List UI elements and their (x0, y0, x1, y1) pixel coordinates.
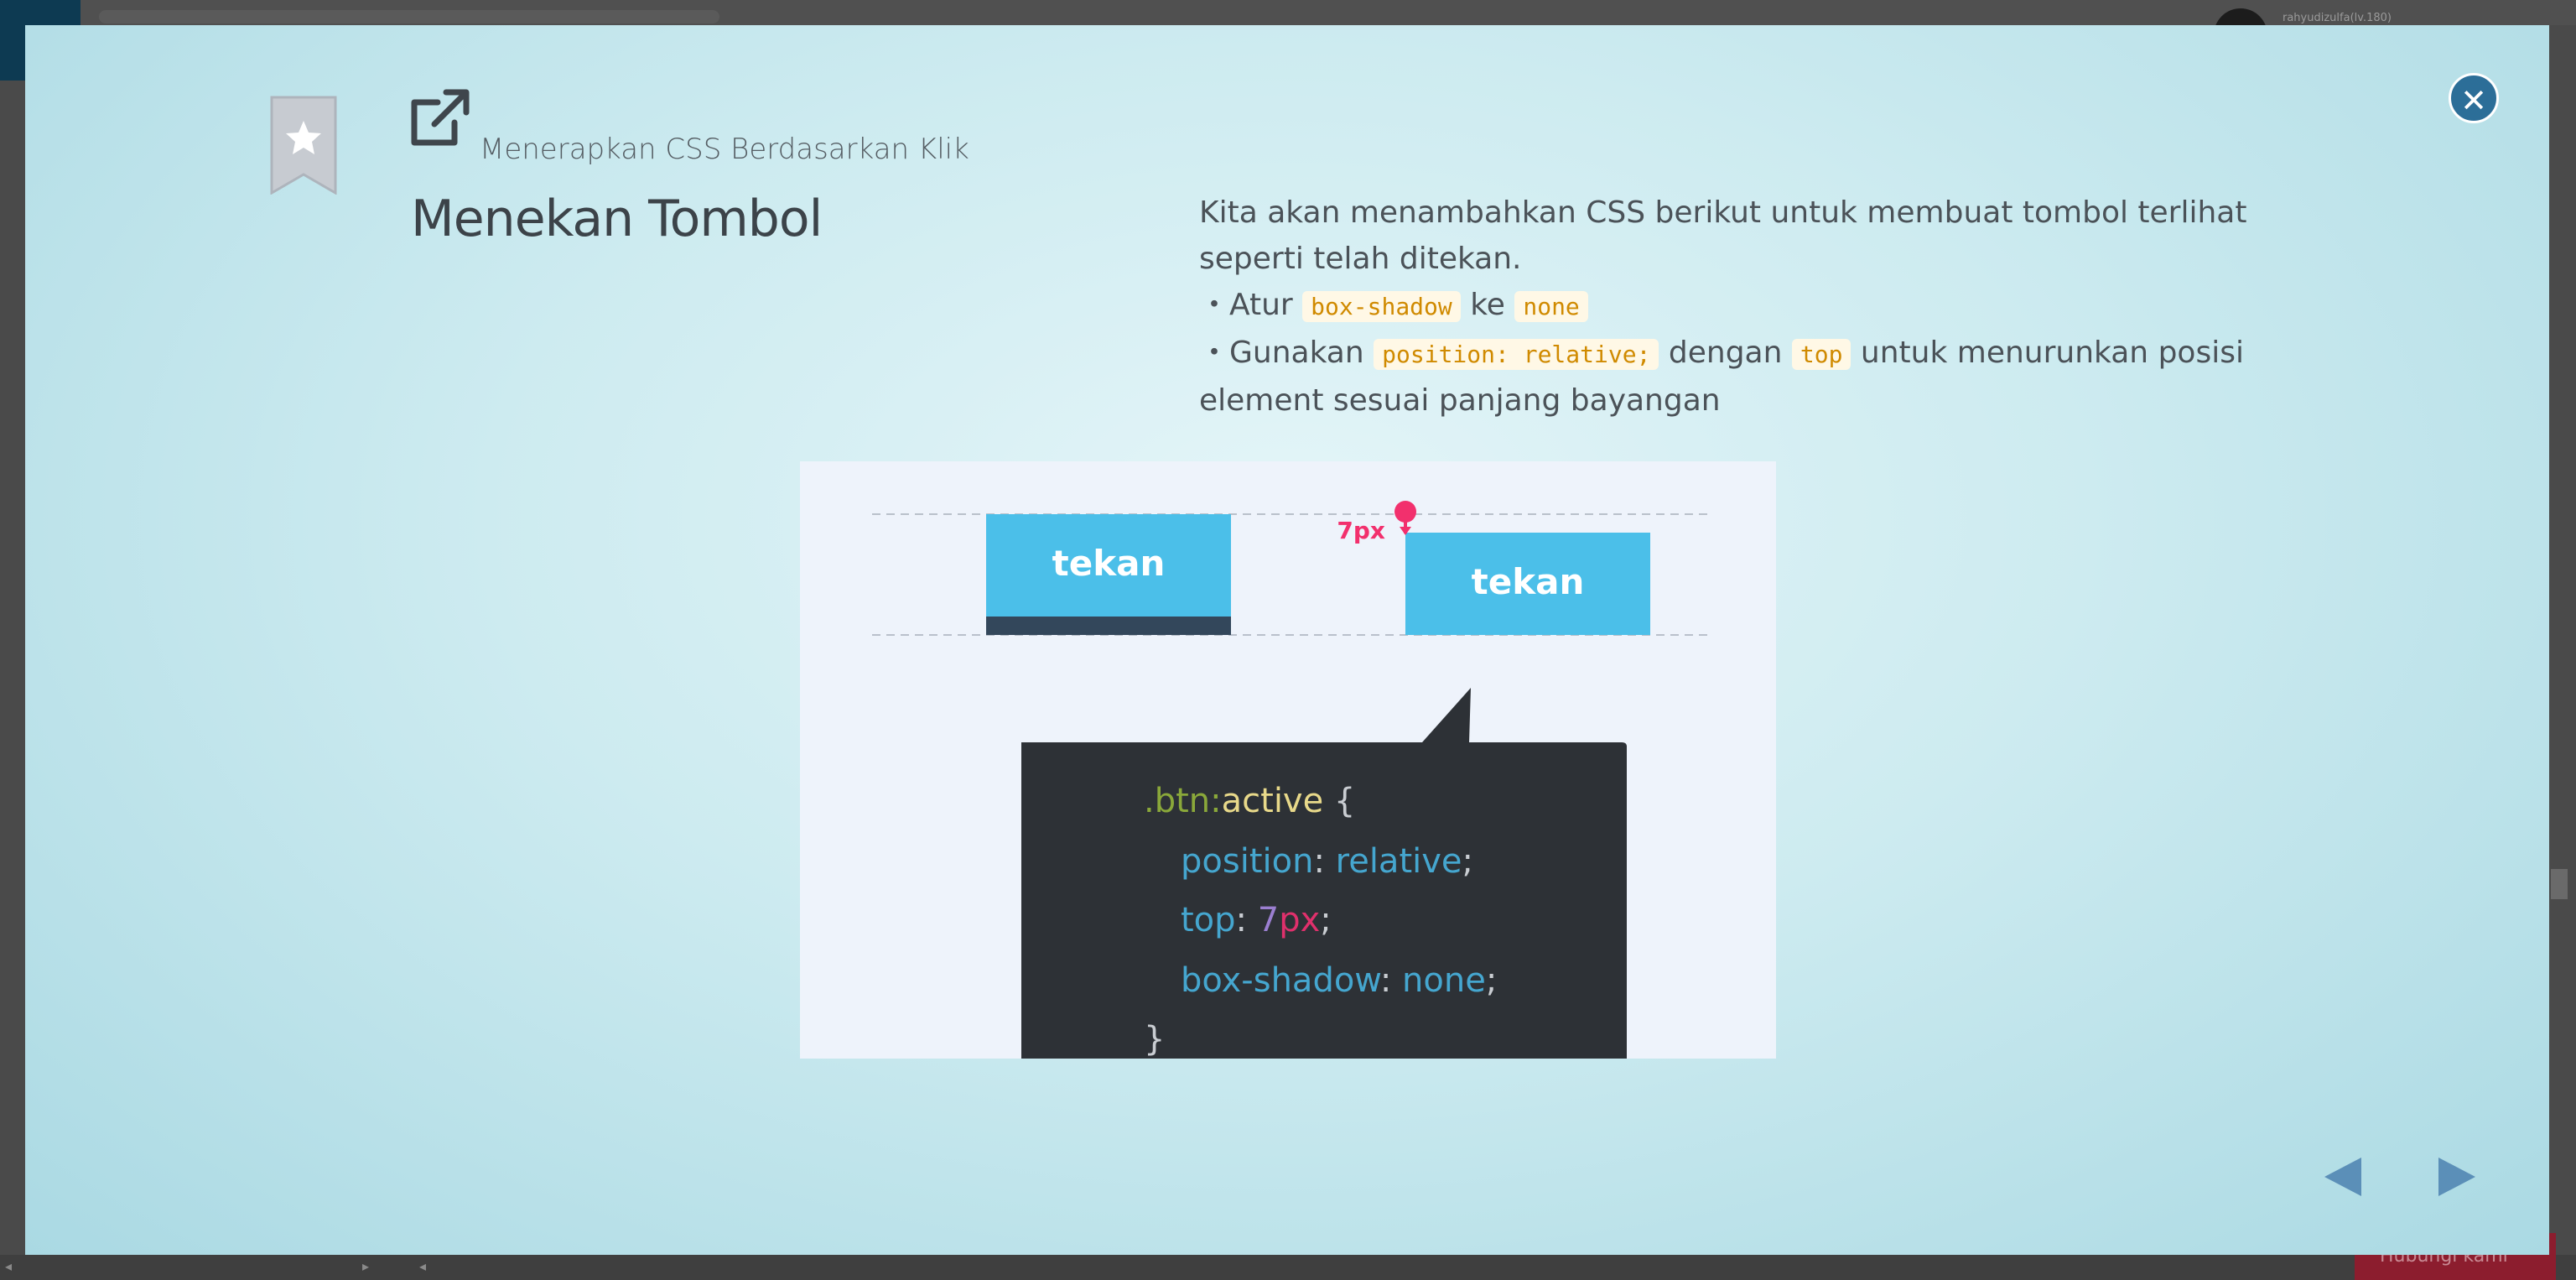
code-prop: top (1181, 901, 1236, 939)
bullet-text: ・Gunakan (1199, 336, 1374, 370)
code-selector-class: .btn (1144, 782, 1210, 820)
triangle-left-icon (2324, 1158, 2361, 1196)
offset-marker-arrow (1400, 527, 1411, 535)
previous-slide-button[interactable] (2309, 1147, 2376, 1206)
description-bullet-1: ・Atur box-shadow ke none (1199, 282, 2331, 330)
slide-subtitle: Menerapkan CSS Berdasarkan Klik (480, 133, 969, 166)
inline-code: box-shadow (1302, 291, 1461, 322)
illustration-canvas: tekan tekan 7px .btn:active { position: … (872, 501, 1711, 1059)
button-press-illustration: tekan tekan 7px .btn:active { position: … (800, 461, 1776, 1059)
code-prop: position (1181, 842, 1313, 881)
background-scrollbar-thumb (2551, 869, 2568, 899)
next-slide-button[interactable] (2423, 1147, 2490, 1206)
code-block: .btn:active { position: relative; top: 7… (1144, 782, 1497, 1059)
code-value: none (1402, 961, 1486, 1000)
slide-title: Menekan Tombol (411, 190, 823, 248)
button-unpressed (986, 514, 1231, 617)
close-icon: ✕ (2460, 82, 2487, 119)
code-line-top: top: 7px; (1181, 901, 1332, 939)
background-bottom-bar (0, 1255, 2576, 1280)
code-open-brace: { (1323, 782, 1355, 820)
code-selector-pseudo: active (1222, 782, 1324, 820)
code-close-brace: } (1144, 1020, 1165, 1059)
bullet-text: ke (1460, 288, 1515, 322)
bullet-text: ・Atur (1199, 288, 1303, 322)
code-prop: box-shadow (1181, 961, 1381, 1000)
code-value: relative (1336, 842, 1462, 881)
external-link-icon (411, 89, 470, 146)
bookmark-star-icon[interactable] (268, 96, 339, 195)
code-selector-colon: : (1210, 782, 1221, 820)
inline-code: top (1791, 339, 1852, 370)
offset-label: 7px (1337, 517, 1385, 544)
code-unit: px (1279, 901, 1320, 939)
bullet-text: untuk menurunkan posisi element sesuai p… (1199, 336, 2244, 418)
code-line-position: position: relative; (1181, 842, 1473, 881)
scroll-right-icon: ▸ (362, 1258, 370, 1274)
code-line-selector: .btn:active { (1144, 782, 1355, 820)
description-intro: Kita akan menambahkan CSS berikut untuk … (1199, 195, 2247, 276)
code-number: 7 (1258, 901, 1279, 939)
scroll-left-icon: ◂ (5, 1258, 13, 1274)
triangle-right-icon (2438, 1158, 2475, 1196)
slide-description: Kita akan menambahkan CSS berikut untuk … (1199, 190, 2331, 424)
description-bullet-2: ・Gunakan position: relative; dengan top … (1199, 330, 2331, 424)
button-label: tekan (1052, 543, 1166, 584)
close-button[interactable]: ✕ (2449, 73, 2499, 123)
button-label: tekan (1472, 561, 1585, 602)
button-pressed (1405, 533, 1650, 635)
background-user-label: rahyudizulfa(lv.180) (2283, 12, 2392, 24)
code-bubble (1021, 688, 1627, 1059)
inline-code: position: relative; (1374, 339, 1659, 370)
background-search-bar (99, 10, 719, 23)
slide-modal: ✕ Menerapkan CSS Berdasarkan Klik Meneka… (25, 25, 2549, 1255)
bullet-text: dengan (1659, 336, 1792, 370)
inline-code: none (1514, 291, 1588, 322)
code-line-box-shadow: box-shadow: none; (1181, 961, 1497, 1000)
scroll-left-icon: ◂ (419, 1258, 427, 1274)
